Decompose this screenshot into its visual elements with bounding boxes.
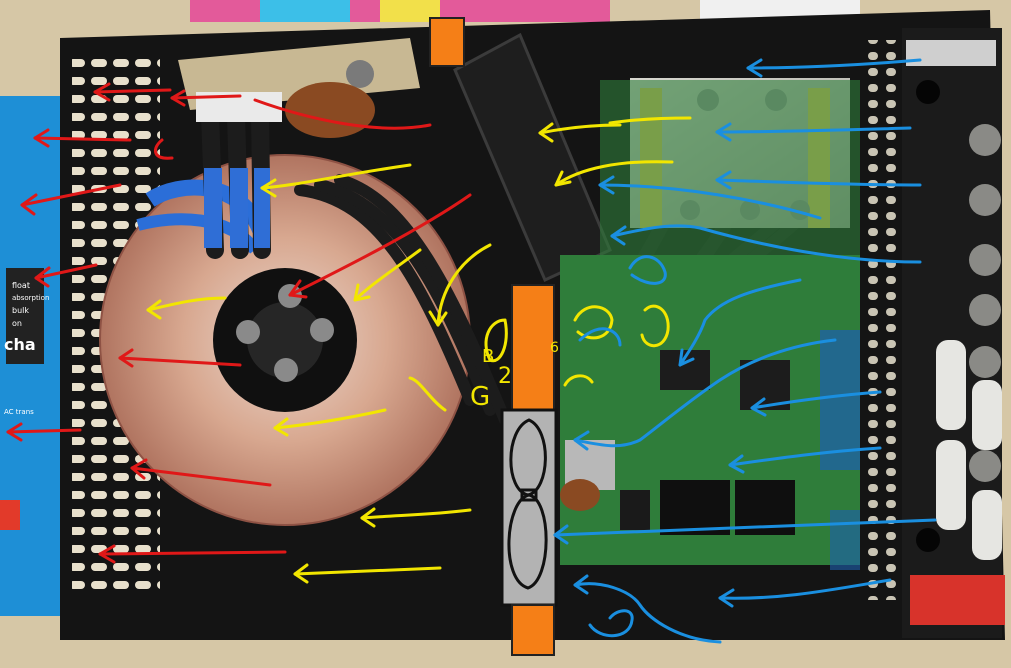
cool-air-arrows bbox=[553, 58, 937, 644]
hot-air-arrows bbox=[6, 82, 472, 564]
fan-marker-box bbox=[500, 408, 558, 607]
control-pcb bbox=[560, 80, 860, 570]
label-b: B bbox=[482, 346, 494, 367]
side-box-text-3: bulk bbox=[12, 306, 29, 315]
side-box-text-4: on bbox=[12, 319, 22, 328]
fan-marker-top bbox=[429, 17, 465, 67]
warm-air-arrows bbox=[146, 116, 692, 584]
blue-charger-box: float absorption bulk on AC trans cha bbox=[0, 96, 70, 616]
blue-cable-sleeves bbox=[204, 168, 270, 248]
side-box-text-2: absorption bbox=[12, 294, 49, 302]
label-g: G bbox=[470, 382, 490, 412]
fan-marker-upper-bar bbox=[511, 284, 555, 411]
toroidal-transformer bbox=[99, 154, 471, 526]
side-box-text-5: AC trans bbox=[4, 408, 34, 416]
fan-marker-drawing bbox=[429, 17, 558, 656]
label-2: 2 bbox=[498, 364, 512, 389]
fan-marker-lower-bar bbox=[511, 604, 555, 656]
fan-blade-drawing bbox=[507, 418, 548, 590]
label-6: 6 bbox=[550, 340, 559, 356]
warning-label bbox=[910, 575, 1005, 625]
side-box-text-6: cha bbox=[4, 335, 36, 354]
copper-coil bbox=[285, 82, 375, 138]
right-vent-panel bbox=[868, 40, 898, 600]
cable-grommets bbox=[906, 40, 1005, 625]
side-box-text-1: float bbox=[12, 281, 30, 290]
